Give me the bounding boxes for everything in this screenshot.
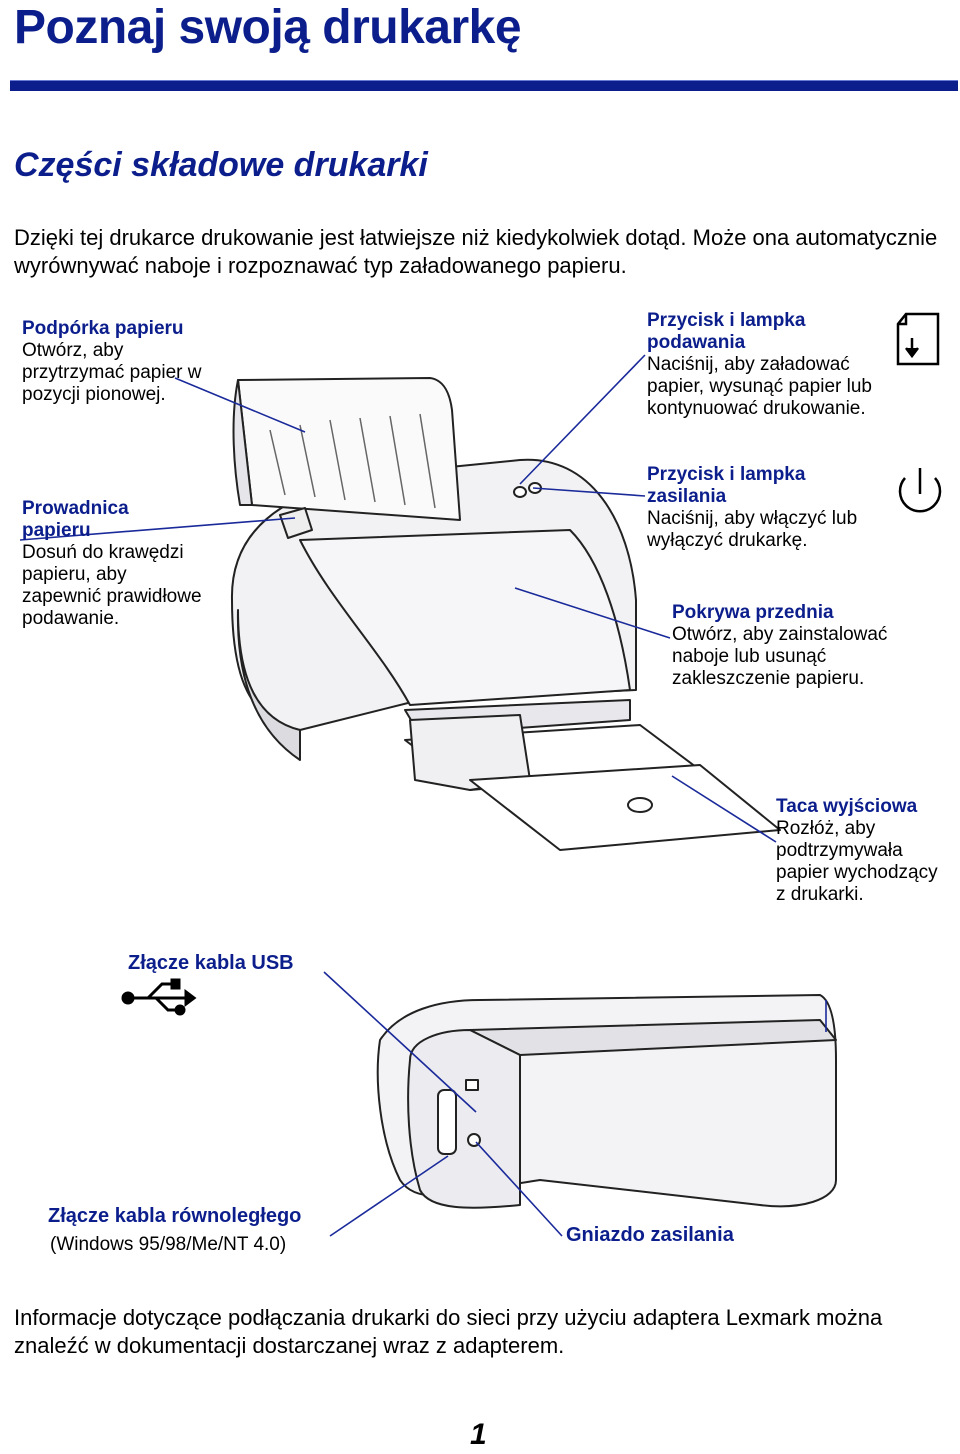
power-icon: [898, 468, 942, 513]
callout-body: Otwórz, aby przytrzymać papier w pozycji…: [22, 340, 202, 405]
usb-icon: [121, 978, 197, 1016]
footer-note: Informacje dotyczące podłączania drukark…: [14, 1305, 883, 1358]
parallel-connector-label: Złącze kabla równoległego: [48, 1205, 302, 1227]
callout-heading: Prowadnica papieru: [22, 498, 129, 541]
page-title: Poznaj swoją drukarkę: [14, 1, 522, 54]
callout-heading: Podpórka papieru: [22, 318, 184, 339]
title-divider: [10, 80, 958, 91]
parallel-connector-note: (Windows 95/98/Me/NT 4.0): [50, 1234, 287, 1255]
callout-paper-guide: Prowadnica papieru Dosuń do krawędzi pap…: [22, 498, 202, 630]
usb-connector-label: Złącze kabla USB: [128, 952, 294, 974]
callout-feed-button: Przycisk i lampka podawania Naciśnij, ab…: [647, 310, 887, 420]
paper-feed-icon: [896, 312, 940, 366]
callout-output-tray: Taca wyjściowa Rozłóż, aby podtrzymywała…: [776, 796, 946, 906]
callout-body: Dosuń do krawędzi papieru, aby zapewnić …: [22, 542, 202, 629]
intro-paragraph: Dzięki tej drukarce drukowanie jest łatw…: [14, 225, 938, 278]
callout-power-button: Przycisk i lampka zasilania Naciśnij, ab…: [647, 464, 887, 552]
power-socket-label: Gniazdo zasilania: [566, 1224, 734, 1246]
callout-body: Naciśnij, aby załadować papier, wysunąć …: [647, 354, 872, 419]
callout-body: Otwórz, aby zainstalować naboje lub usun…: [672, 624, 888, 689]
callout-heading: Pokrywa przednia: [672, 602, 834, 623]
callout-heading: Przycisk i lampka podawania: [647, 310, 806, 353]
page-number: 1: [470, 1418, 487, 1451]
section-title: Części składowe drukarki: [14, 146, 428, 184]
callout-heading: Taca wyjściowa: [776, 796, 918, 817]
callout-body: Naciśnij, aby włączyć lub wyłączyć druka…: [647, 508, 858, 551]
callout-heading: Przycisk i lampka zasilania: [647, 464, 806, 507]
callout-body: Rozłóż, aby podtrzymywała papier wychodz…: [776, 818, 938, 905]
callout-front-cover: Pokrywa przednia Otwórz, aby zainstalowa…: [672, 602, 932, 690]
callout-paper-support: Podpórka papieru Otwórz, aby przytrzymać…: [22, 318, 202, 406]
